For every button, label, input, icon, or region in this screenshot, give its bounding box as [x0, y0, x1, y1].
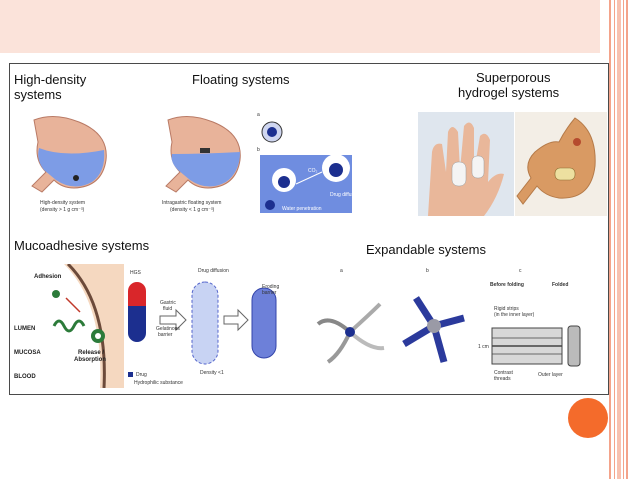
hand-capsule-photo [418, 112, 514, 216]
superporous-title-line1: Superporous [476, 70, 551, 85]
expandable-rigid-strips: Rigid strips [494, 306, 519, 312]
mucoadhesion-blood-label: BLOOD [14, 374, 36, 380]
expandable-label-c: c [519, 268, 522, 274]
mucoadhesion-lumen-label: LUMEN [14, 326, 36, 332]
expandable-contrast: Contrast [494, 370, 513, 376]
hgs-label: HGS [130, 270, 141, 276]
expandable-strip-device [491, 325, 581, 367]
floating-bead-diagram [260, 121, 352, 213]
high-density-caption1: High-density system [40, 200, 86, 206]
mucoadhesion-release-label: Release / [78, 350, 105, 356]
stomach-floating-illustration [165, 116, 241, 193]
hgs-density-label: Density <1 [200, 370, 224, 376]
expandable-before-folding: Before folding [490, 282, 524, 288]
hgs-hydrophilic-label: Hydrophilic substance [134, 380, 183, 386]
hgs-barrier2-label: barrier [262, 290, 277, 296]
hgs-capsule-diagram [128, 281, 277, 377]
expandable-one-cm: 1 cm [478, 344, 489, 350]
hgs-drug-legend: Drug [136, 372, 147, 378]
expandable-label-b: b [426, 268, 429, 274]
floating-label-b: b [257, 147, 260, 153]
hgs-gastric-label: Gastric [160, 300, 176, 306]
expandable-folded: Folded [552, 282, 569, 288]
high-density-title-line1: High-density [14, 72, 87, 87]
mucoadhesion-adhesion-label: Adhesion [34, 274, 62, 280]
high-density-caption2: (density > 1 g cm⁻³) [40, 207, 85, 213]
top-accent-band [0, 0, 600, 53]
orange-circle-ornament [568, 398, 608, 438]
superporous-title-line2: hydrogel systems [458, 85, 560, 100]
expandable-inner-layer: (in the inner layer) [494, 312, 535, 318]
floating-drug-diffusion-label: Drug diffusion [330, 192, 361, 198]
expandable-spiral-device [316, 302, 385, 364]
figure-panel: High-density systems High-density system… [9, 63, 609, 395]
hgs-barrier-label: barrier [158, 332, 173, 338]
mucoadhesion-absorption-label: Absorption [74, 357, 106, 363]
floating-systems-title: Floating systems [192, 72, 290, 87]
hgs-drug-diffusion-label: Drug diffusion [198, 268, 229, 274]
stomach-high-density-illustration [31, 116, 107, 193]
floating-caption1: Intragastric floating system [162, 200, 222, 206]
high-density-title-line2: systems [14, 87, 62, 102]
expandable-threads: threads [494, 376, 511, 382]
mucoadhesive-title: Mucoadhesive systems [14, 238, 150, 253]
expandable-label-a: a [340, 268, 343, 274]
floating-caption2: (density < 1 g cm⁻³) [170, 207, 215, 213]
expandable-title: Expandable systems [366, 242, 486, 257]
hgs-gelatinous-label: Gelatinous [156, 326, 180, 332]
floating-co2-label: CO₂ [308, 168, 318, 174]
floating-water-label: Water penetration [282, 206, 322, 212]
mucoadhesion-diagram [52, 264, 124, 388]
hgs-eroding-label: Eroding [262, 284, 280, 290]
expandable-tetrahedron-device [402, 296, 465, 363]
stomach-hydrogel-illustration [515, 112, 607, 216]
hgs-fluid-label: fluid [163, 306, 173, 312]
expandable-outer-layer: Outer layer [538, 372, 563, 378]
mucoadhesion-mucosa-label: MUCOSA [14, 350, 41, 356]
floating-label-a: a [257, 112, 260, 118]
